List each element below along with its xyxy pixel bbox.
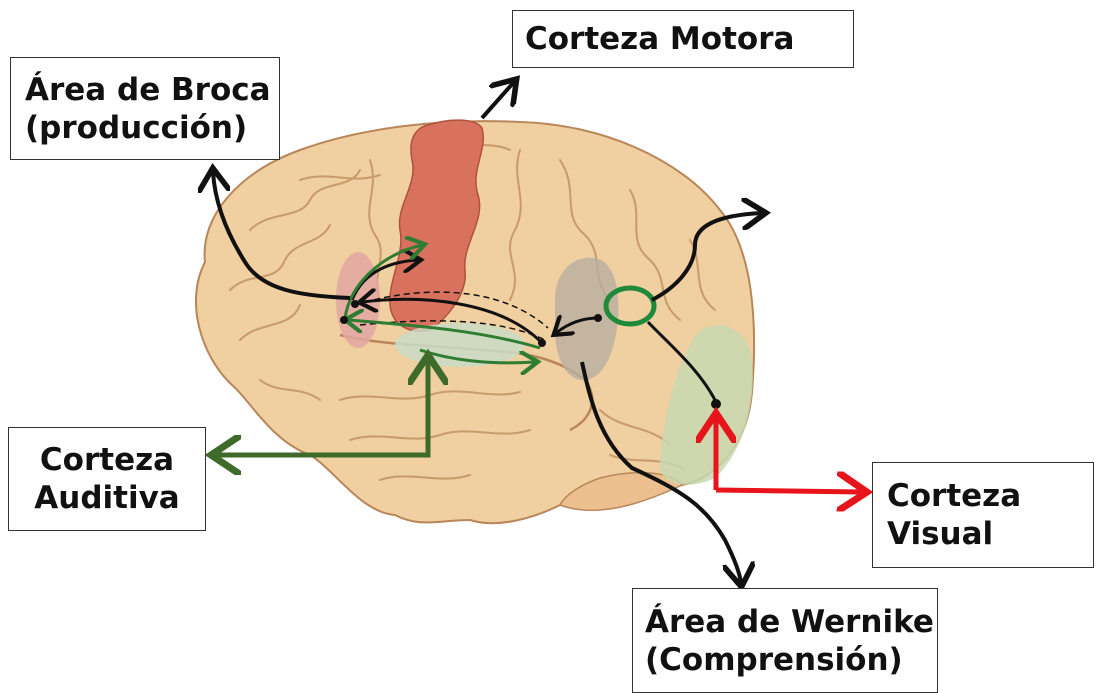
auditiva-label-line-2: Auditiva <box>34 479 179 517</box>
visual-label-line-2: Visual <box>887 515 1093 553</box>
wernike-area-label: Área de Wernike (Comprensión) <box>632 588 938 693</box>
wernike-label-line-1: Área de Wernike <box>645 603 937 641</box>
motor-label-line-1: Corteza Motora <box>525 20 853 58</box>
auditory-cortex-label: Corteza Auditiva <box>8 427 206 531</box>
brain-illustration <box>196 120 754 523</box>
broca-area-label: Área de Broca (producción) <box>10 57 280 160</box>
visual-label-line-1: Corteza <box>887 477 1093 515</box>
node-wernike <box>538 339 546 347</box>
node-broca <box>351 300 359 308</box>
node-angular <box>594 314 602 322</box>
node-visual <box>711 399 721 409</box>
arrow-to-visual-label <box>716 490 862 492</box>
wernike-label-line-2: (Comprensión) <box>645 641 937 679</box>
auditiva-label-line-1: Corteza <box>40 441 174 479</box>
visual-cortex-label: Corteza Visual <box>872 462 1094 568</box>
arrow-to-motor-label <box>482 82 514 118</box>
node-broca-green <box>340 316 348 324</box>
broca-label-line-1: Área de Broca <box>25 71 279 109</box>
motor-cortex-label: Corteza Motora <box>512 10 854 68</box>
broca-label-line-2: (producción) <box>25 109 279 147</box>
